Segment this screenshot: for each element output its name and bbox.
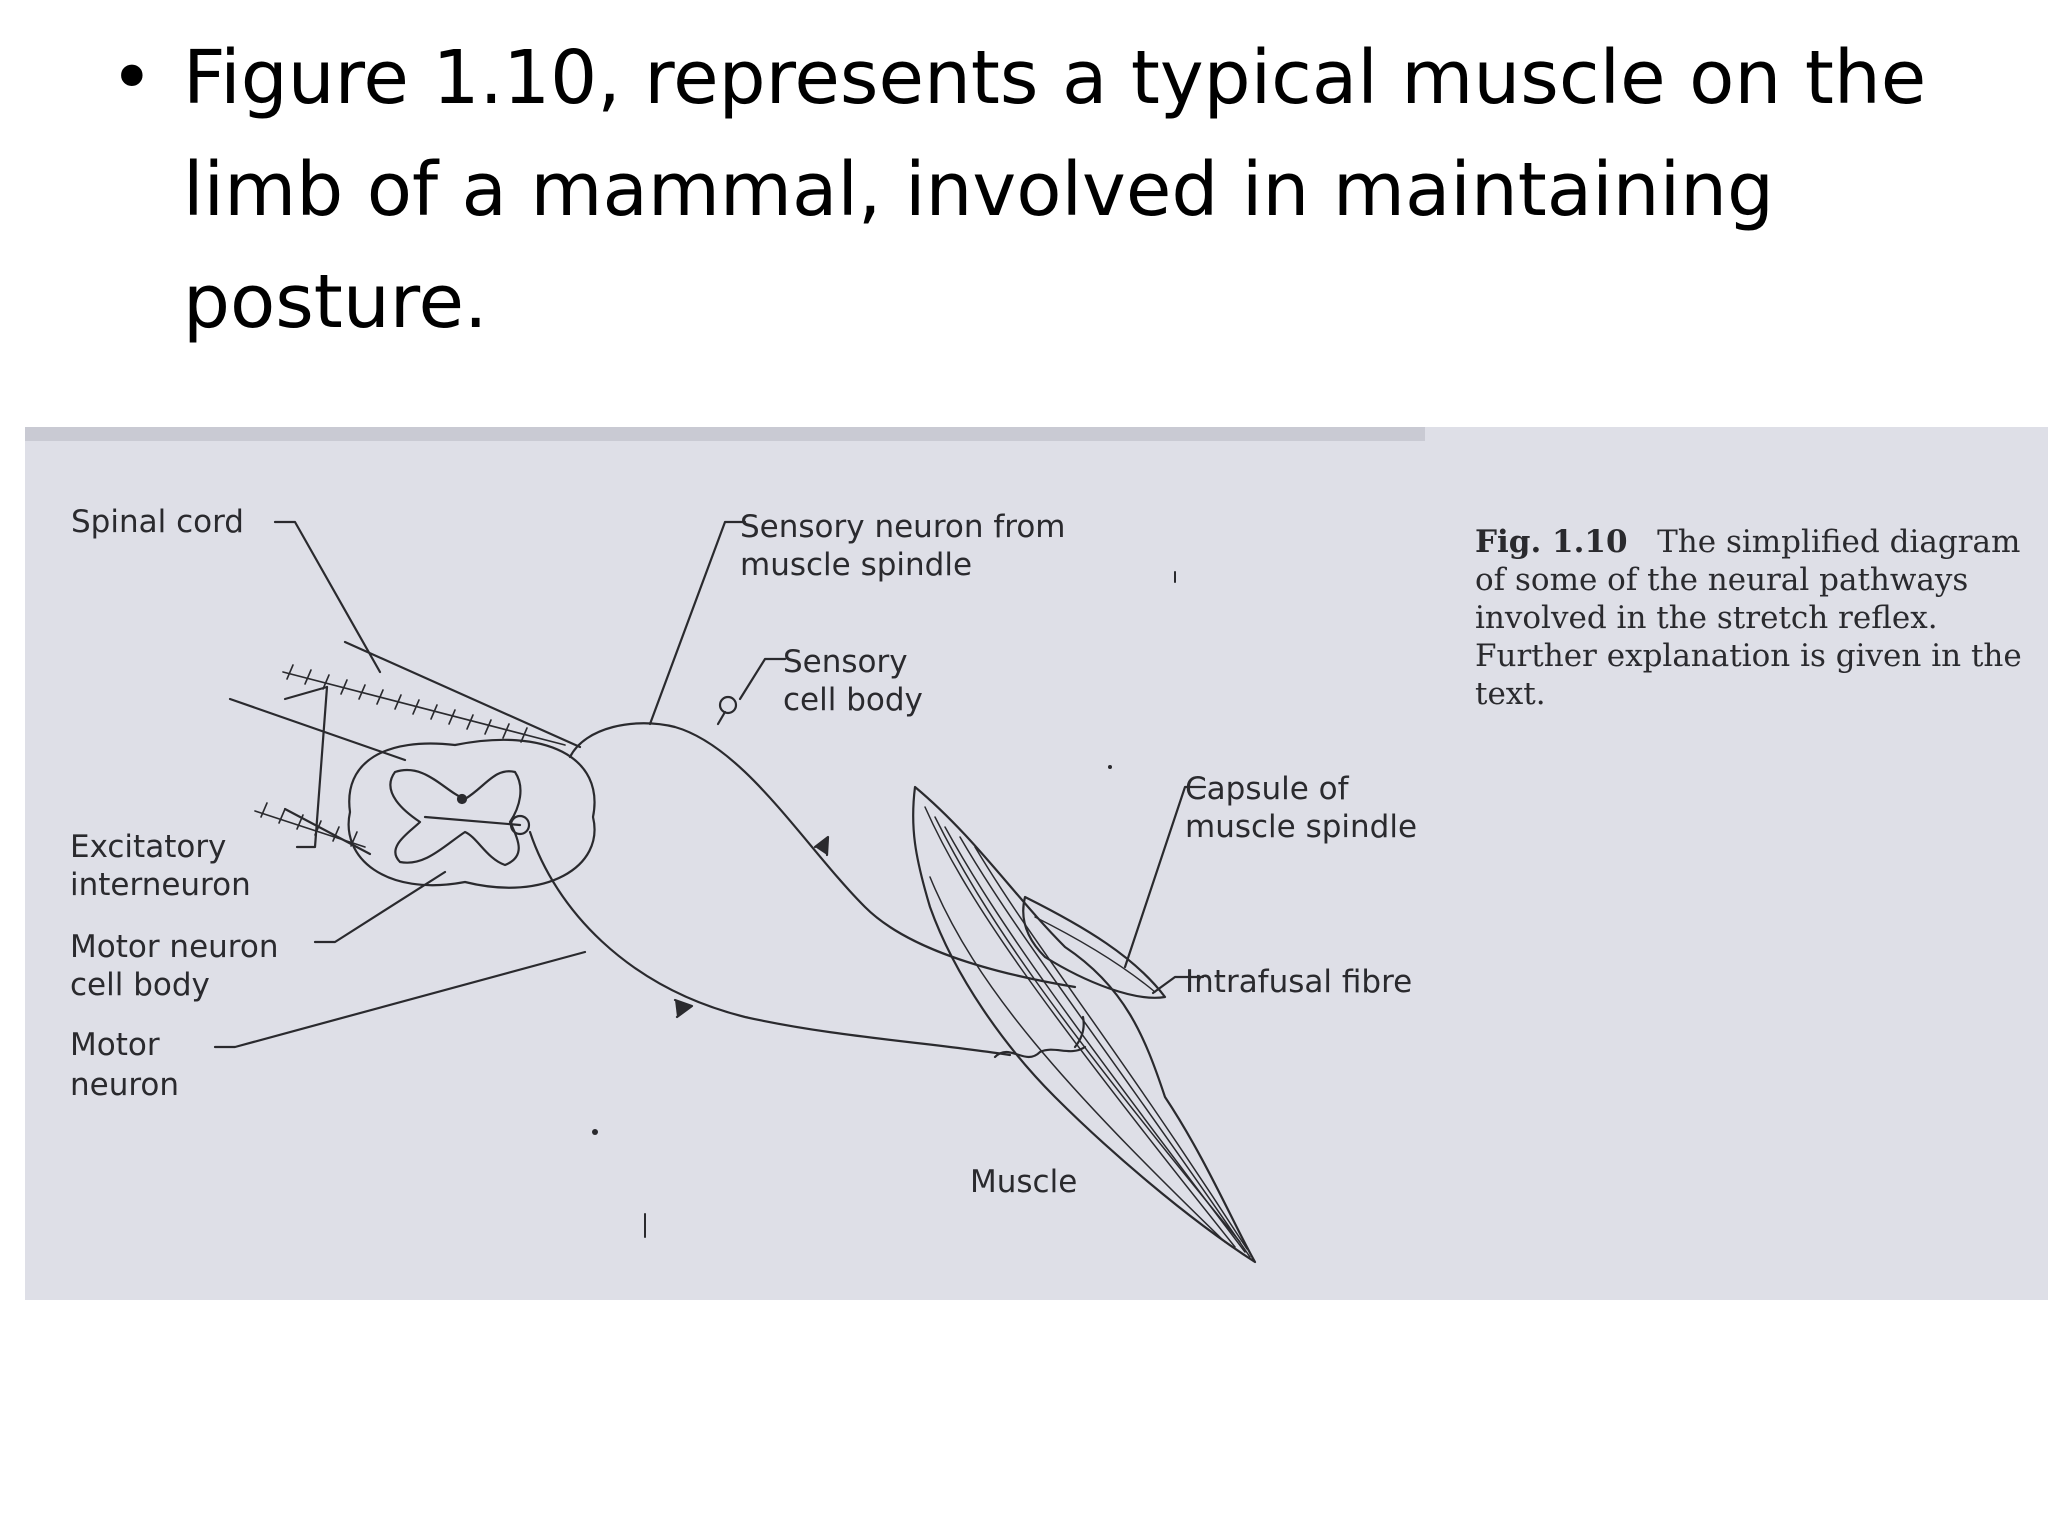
figure-drawing [25, 427, 1425, 1264]
spindle-capsule [1022, 895, 1167, 999]
leader-sensory-cell [738, 657, 787, 701]
label-sensory-neuron-line1: Sensory neuron from [740, 509, 1066, 545]
leader-intrafusal [1151, 975, 1205, 995]
label-muscle: Muscle [970, 1164, 1078, 1200]
muscle-fibres [924, 806, 1251, 1258]
sensory-neuron-path [568, 722, 1077, 989]
label-sensory-cell-line2: cell body [783, 682, 923, 718]
spinal-cord-outline-bottom [283, 807, 372, 856]
motor-end-plate-branch [1073, 1015, 1085, 1049]
label-motor-cell-line2: cell body [70, 967, 210, 1003]
scan-dot [592, 1129, 598, 1135]
caption-line3: involved in the stretch reflex. [1475, 600, 1938, 636]
label-capsule-line2: muscle spindle [1185, 809, 1418, 845]
scan-smudge [25, 427, 1425, 441]
label-excitatory-line1: Excitatory [70, 829, 227, 865]
sensory-cell-stalk [716, 710, 727, 726]
label-motor-neuron-line1: Motor [70, 1027, 160, 1063]
grey-matter [389, 769, 522, 867]
motor-arrow [673, 998, 694, 1019]
label-spinal-cord: Spinal cord [71, 504, 244, 540]
label-intrafusal-fibre: Intrafusal fibre [1185, 964, 1413, 1000]
interneuron-body [456, 793, 468, 805]
spinal-cord-hatching [254, 664, 566, 848]
leader-motor-neuron [213, 950, 587, 1049]
bullet-icon: • [110, 35, 154, 121]
label-sensory-neuron-line2: muscle spindle [740, 547, 973, 583]
label-sensory-cell-line1: Sensory [783, 644, 908, 680]
sensory-arrow [813, 835, 830, 857]
leader-motor-cell [313, 870, 447, 944]
spinal-cord-root [228, 697, 407, 762]
motor-neuron-path [528, 830, 1012, 1057]
leader-spinal-cord [273, 520, 382, 674]
interneuron-axon [423, 815, 522, 827]
caption-line4: Further explanation is given in the [1475, 638, 2022, 674]
intrafusal-fibre-line [1034, 916, 1156, 993]
caption-line2: of some of the neural pathways [1475, 562, 1969, 598]
spinal-cord-section [347, 738, 596, 889]
label-motor-neuron-line2: neuron [70, 1067, 180, 1103]
label-excitatory-line2: interneuron [70, 867, 251, 903]
caption-line5: text. [1475, 676, 1546, 712]
leader-excitatory-root [283, 685, 329, 701]
label-motor-cell-line1: Motor neuron [70, 929, 279, 965]
caption-line1-text: The simplified diagram [1657, 524, 2021, 560]
figure-caption: Fig. 1.10 The simplified diagram of some… [1475, 523, 2035, 713]
caption-fig-number: Fig. 1.10 [1475, 524, 1628, 560]
leader-sensory-neuron [648, 520, 747, 726]
label-capsule-line1: Capsule of [1185, 771, 1349, 807]
spinal-cord-outline-top [343, 640, 582, 749]
leader-capsule [1123, 785, 1207, 969]
stretch-reflex-figure: Spinal cord Sensory neuron from muscle s… [25, 427, 2048, 1300]
muscle-outline [912, 785, 1257, 1264]
slide-heading: Figure 1.10, represents a typical muscle… [183, 35, 1927, 345]
caption-line1: Fig. 1.10 The simplified diagram [1475, 523, 2035, 561]
sensory-cell-body [718, 695, 738, 715]
scan-dot [1108, 765, 1112, 769]
motor-end-plate [993, 1045, 1087, 1059]
leader-excitatory [295, 685, 329, 849]
